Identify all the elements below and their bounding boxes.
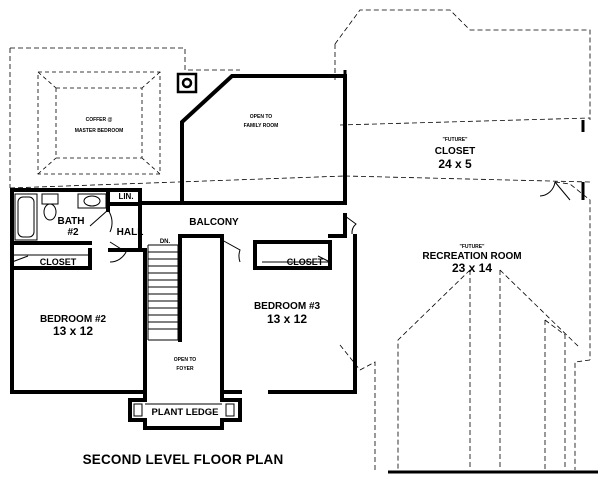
rec-room-tag: "FUTURE" <box>459 244 485 250</box>
linen-label: LIN. <box>118 192 133 201</box>
bedroom3-name: BEDROOM #3 <box>254 301 321 312</box>
chimney <box>176 72 198 94</box>
walls <box>10 74 357 430</box>
hall-label: HALL <box>117 227 144 238</box>
closet-left-label: CLOSET <box>40 257 77 267</box>
open-family-label-2: FAMILY ROOM <box>244 123 279 129</box>
stair-down-label: DN. <box>160 239 171 245</box>
closet-right-label: CLOSET <box>287 257 324 267</box>
coffer-ceiling <box>37 71 161 175</box>
coffer-label-1: COFFER @ <box>86 117 113 123</box>
bedroom3-size: 13 x 12 <box>267 312 307 326</box>
rec-room-name: RECREATION ROOM <box>422 251 521 262</box>
coffer-label-2: MASTER BEDROOM <box>75 128 124 134</box>
open-foyer-label-2: FOYER <box>176 366 194 372</box>
plant-ledge-label: PLANT LEDGE <box>151 407 218 418</box>
balcony-label: BALCONY <box>189 217 239 228</box>
right-wall-stubs <box>343 70 598 474</box>
room-labels: COFFER @ MASTER BEDROOM OPEN TO FAMILY R… <box>40 114 522 418</box>
rec-room-size: 23 x 14 <box>452 261 492 275</box>
dashed-outlines <box>9 9 591 470</box>
bath-fixtures <box>14 193 107 241</box>
bedroom2-size: 13 x 12 <box>53 324 93 338</box>
bedroom2-name: BEDROOM #2 <box>40 314 107 325</box>
plan-title: SECOND LEVEL FLOOR PLAN <box>83 452 284 467</box>
open-foyer-label-1: OPEN TO <box>174 357 197 363</box>
bath-label: BATH <box>57 216 84 227</box>
bath-number: #2 <box>67 227 79 238</box>
closet-future-tag: "FUTURE" <box>442 137 468 143</box>
open-family-label-1: OPEN TO <box>250 114 273 120</box>
interior-lines <box>11 181 571 417</box>
closet-future-size: 24 x 5 <box>438 157 472 171</box>
closet-future-name: CLOSET <box>435 146 476 157</box>
